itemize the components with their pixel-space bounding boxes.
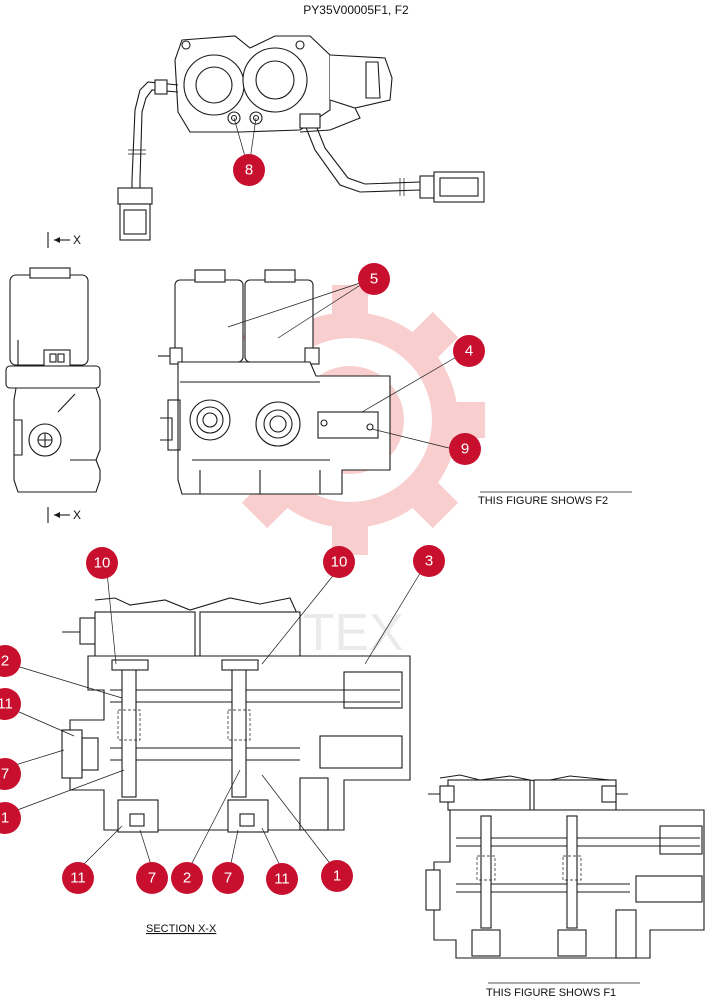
callout-number: 10 bbox=[331, 554, 348, 571]
callout-badge bbox=[453, 335, 485, 367]
side-view-drawing bbox=[5, 267, 101, 493]
callout-badge bbox=[0, 645, 21, 677]
callout-number: 8 bbox=[245, 162, 253, 179]
callout-10: 10 bbox=[323, 546, 355, 578]
callout-1: 1 bbox=[321, 860, 353, 892]
callout-number: 5 bbox=[370, 271, 378, 288]
callout-number: 11 bbox=[70, 870, 86, 887]
figure-f2-caption: THIS FIGURE SHOWS F2 bbox=[478, 495, 608, 507]
top-view-drawing bbox=[117, 35, 485, 241]
front-view-f2-drawing bbox=[158, 269, 391, 495]
callout-1: 1 bbox=[0, 802, 21, 834]
callout-number: 11 bbox=[0, 696, 13, 713]
callout-number: 3 bbox=[425, 553, 433, 570]
callout-4: 4 bbox=[453, 335, 485, 367]
section-marker-bottom: X bbox=[47, 507, 81, 523]
callout-3: 3 bbox=[413, 545, 445, 577]
callout-number: 9 bbox=[461, 441, 469, 458]
callout-number: 1 bbox=[333, 868, 341, 885]
callout-number: 1 bbox=[1, 810, 9, 827]
callout-number: 2 bbox=[1, 653, 9, 670]
callout-7: 7 bbox=[212, 862, 244, 894]
part-number-title: PY35V00005F1, F2 bbox=[303, 3, 409, 17]
callout-badge bbox=[323, 546, 355, 578]
section-marker-top: X bbox=[47, 232, 81, 248]
callout-2: 2 bbox=[171, 862, 203, 894]
callout-number: 11 bbox=[274, 871, 290, 888]
callout-7: 7 bbox=[0, 758, 21, 790]
callout-11: 11 bbox=[0, 688, 21, 720]
callout-2: 2 bbox=[0, 645, 21, 677]
callout-number: 4 bbox=[465, 343, 473, 360]
callout-11: 11 bbox=[266, 863, 298, 895]
leader-lines bbox=[9, 117, 459, 871]
callout-number: 7 bbox=[224, 870, 232, 887]
callout-badge bbox=[266, 863, 298, 895]
callout-11: 11 bbox=[62, 862, 94, 894]
callout-5: 5 bbox=[358, 263, 390, 295]
callout-badge bbox=[62, 862, 94, 894]
figure-f1-caption: THIS FIGURE SHOWS F1 bbox=[486, 987, 616, 999]
callout-8: 8 bbox=[233, 154, 265, 186]
callout-badge bbox=[321, 860, 353, 892]
callout-number: 7 bbox=[148, 870, 156, 887]
callout-9: 9 bbox=[449, 433, 481, 465]
section-xx-title: SECTION X-X bbox=[146, 923, 217, 935]
callout-number: 10 bbox=[94, 555, 111, 572]
callout-number: 7 bbox=[1, 766, 9, 783]
callout-7: 7 bbox=[136, 862, 168, 894]
front-view-f1-drawing bbox=[425, 774, 705, 959]
callout-badge bbox=[0, 688, 21, 720]
section-xx-drawing bbox=[61, 597, 411, 833]
svg-text:X: X bbox=[73, 508, 81, 522]
callout-badge bbox=[358, 263, 390, 295]
callout-badge bbox=[0, 802, 21, 834]
callout-number: 2 bbox=[183, 870, 191, 887]
callout-badge bbox=[449, 433, 481, 465]
callout-badge bbox=[0, 758, 21, 790]
callout-badge bbox=[171, 862, 203, 894]
callout-badge bbox=[212, 862, 244, 894]
callout-badge bbox=[413, 545, 445, 577]
callout-badge bbox=[136, 862, 168, 894]
callout-badge bbox=[86, 547, 118, 579]
callout-10: 10 bbox=[86, 547, 118, 579]
svg-text:X: X bbox=[73, 233, 81, 247]
callout-badge bbox=[233, 154, 265, 186]
